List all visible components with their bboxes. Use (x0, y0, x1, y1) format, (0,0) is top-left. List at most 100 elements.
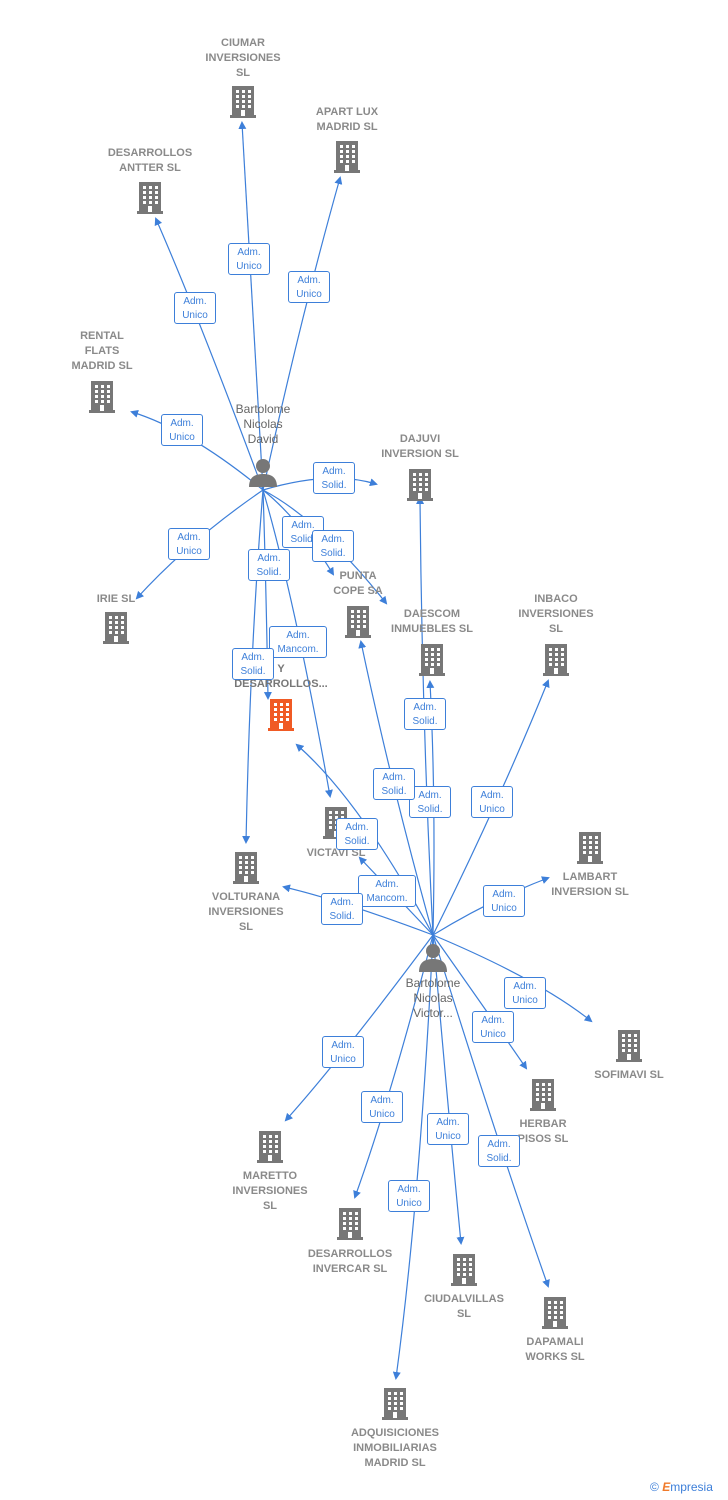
company-node-ciudalvillas[interactable]: CIUDALVILLAS SL (404, 1252, 524, 1322)
building-icon (360, 467, 480, 501)
company-node-rental[interactable]: RENTAL FLATS MADRID SL (42, 329, 162, 413)
person-icon (373, 942, 493, 972)
edge-label-p2-maretto[interactable]: Adm. Unico (322, 1036, 364, 1068)
building-icon (530, 830, 650, 864)
edge-label-p1-antter[interactable]: Adm. Unico (174, 292, 216, 324)
company-node-irie[interactable]: IRIE SL (56, 592, 176, 644)
company-node-invercar[interactable]: DESARROLLOS INVERCAR SL (290, 1206, 410, 1277)
company-node-dapamali[interactable]: DAPAMALI WORKS SL (495, 1295, 615, 1365)
building-icon (495, 1295, 615, 1329)
node-label: LAMBART INVERSION SL (551, 871, 629, 898)
edge-label-p2-sofimavi[interactable]: Adm. Unico (504, 977, 546, 1009)
node-label: ADQUISICIONES INMOBILIARIAS MADRID SL (350, 1427, 439, 1469)
person-node-p1[interactable]: Bartolome Nicolas David (203, 402, 323, 487)
edge-label-p2-daescom[interactable]: Adm. Solid. (409, 786, 451, 818)
building-icon (298, 604, 418, 638)
building-icon (186, 850, 306, 884)
brand-name: mpresia (670, 1480, 713, 1494)
company-node-sofimavi[interactable]: SOFIMAVI SL (569, 1028, 689, 1083)
edge-label-p1-irie[interactable]: Adm. Unico (168, 528, 210, 560)
node-label: INBACO INVERSIONES SL (518, 593, 594, 635)
edge-label-p2-adquisiciones[interactable]: Adm. Unico (388, 1180, 430, 1212)
edge-label-p1-volturana[interactable]: Adm. Solid. (232, 648, 274, 680)
edge-p1-apart (262, 176, 343, 491)
node-label: DAESCOM INMUEBLES SL (391, 608, 473, 635)
edge-p2-invercar (353, 934, 434, 1199)
building-icon (335, 1386, 455, 1420)
node-label: Bartolome Nicolas Victor... (405, 976, 461, 1020)
brand-initial: E (662, 1480, 671, 1494)
edge-label-p2-volturana[interactable]: Adm. Solid. (321, 893, 363, 925)
edge-p1-victavi (262, 489, 333, 798)
edge-label-p2-ciudalvillas[interactable]: Adm. Unico (427, 1113, 469, 1145)
building-icon (483, 1077, 603, 1111)
edge-label-p2-punta[interactable]: Adm. Solid. (373, 768, 415, 800)
edge-label-p2-focus[interactable]: Adm. Solid. (336, 818, 378, 850)
edge-label-p2-dajuvi[interactable]: Adm. Solid. (404, 698, 446, 730)
building-icon (210, 1129, 330, 1163)
edge-p1-antter (154, 217, 264, 491)
node-label: CIUDALVILLAS SL (424, 1293, 504, 1320)
node-label: CIUMAR INVERSIONES SL (205, 37, 281, 79)
company-node-maretto[interactable]: MARETTO INVERSIONES SL (210, 1129, 330, 1214)
edge-label-p2-inbaco[interactable]: Adm. Unico (471, 786, 513, 818)
edge-label-p1-apart[interactable]: Adm. Unico (288, 271, 330, 303)
company-node-adquisiciones[interactable]: ADQUISICIONES INMOBILIARIAS MADRID SL (335, 1386, 455, 1471)
building-icon (56, 610, 176, 644)
node-label: MARETTO INVERSIONES SL (232, 1170, 308, 1212)
copyright-icon: © (650, 1480, 659, 1494)
edge-label-p2-victavi[interactable]: Adm. Mancom. (358, 875, 416, 907)
company-node-herbar[interactable]: HERBAR PISOS SL (483, 1077, 603, 1147)
node-label: Y DESARROLLOS... (234, 663, 328, 690)
building-icon (290, 1206, 410, 1240)
company-node-antter[interactable]: DESARROLLOS ANTTER SL (90, 146, 210, 214)
company-node-apart[interactable]: APART LUX MADRID SL (287, 105, 407, 173)
empresia-footer[interactable]: © Empresia (650, 1480, 713, 1494)
node-label: DAJUVI INVERSION SL (381, 433, 459, 460)
edge-label-p2-dapamali[interactable]: Adm. Solid. (478, 1135, 520, 1167)
building-icon (221, 697, 341, 731)
edge-label-p2-lambart[interactable]: Adm. Unico (483, 885, 525, 917)
building-icon (496, 642, 616, 676)
node-label: HERBAR PISOS SL (517, 1118, 569, 1145)
company-node-daescom[interactable]: DAESCOM INMUEBLES SL (372, 607, 492, 676)
building-icon (183, 84, 303, 118)
building-icon (90, 180, 210, 214)
node-label: DESARROLLOS ANTTER SL (107, 147, 193, 174)
node-label: DAPAMALI WORKS SL (525, 1336, 585, 1363)
building-icon (569, 1028, 689, 1062)
edge-p2-dapamali (432, 934, 550, 1288)
node-label: PUNTA COPE SA (333, 570, 383, 597)
person-node-p2[interactable]: Bartolome Nicolas Victor... (373, 942, 493, 1021)
building-icon (404, 1252, 524, 1286)
node-label: VICTAVI SL (306, 847, 366, 859)
edge-label-p1-daescom[interactable]: Adm. Solid. (312, 530, 354, 562)
edge-label-p1-focus[interactable]: Adm. Solid. (248, 549, 290, 581)
company-node-ciumar[interactable]: CIUMAR INVERSIONES SL (183, 36, 303, 118)
edge-label-p2-invercar[interactable]: Adm. Unico (361, 1091, 403, 1123)
node-label: SOFIMAVI SL (594, 1069, 664, 1081)
node-label: IRIE SL (96, 593, 136, 605)
edge-label-p1-ciumar[interactable]: Adm. Unico (228, 243, 270, 275)
company-node-lambart[interactable]: LAMBART INVERSION SL (530, 830, 650, 900)
company-node-inbaco[interactable]: INBACO INVERSIONES SL (496, 592, 616, 676)
company-node-dajuvi[interactable]: DAJUVI INVERSION SL (360, 432, 480, 501)
edge-label-p1-dajuvi[interactable]: Adm. Solid. (313, 462, 355, 494)
company-node-punta[interactable]: PUNTA COPE SA (298, 569, 418, 638)
edge-label-p2-herbar[interactable]: Adm. Unico (472, 1011, 514, 1043)
building-icon (287, 139, 407, 173)
person-icon (203, 457, 323, 487)
company-node-volturana[interactable]: VOLTURANA INVERSIONES SL (186, 850, 306, 935)
edge-label-p1-victavi[interactable]: Adm. Mancom. (269, 626, 327, 658)
node-label: APART LUX MADRID SL (315, 106, 379, 133)
edge-p2-ciudalvillas (432, 934, 465, 1245)
node-label: DESARROLLOS INVERCAR SL (307, 1248, 393, 1275)
node-label: VOLTURANA INVERSIONES SL (208, 891, 284, 933)
node-label: Bartolome Nicolas David (235, 402, 291, 446)
company-node-focus[interactable]: Y DESARROLLOS... (221, 662, 341, 731)
edge-p2-adquisiciones (392, 934, 434, 1380)
node-label: RENTAL FLATS MADRID SL (71, 330, 133, 372)
building-icon (42, 379, 162, 413)
edge-label-p1-rental[interactable]: Adm. Unico (161, 414, 203, 446)
building-icon (372, 642, 492, 676)
